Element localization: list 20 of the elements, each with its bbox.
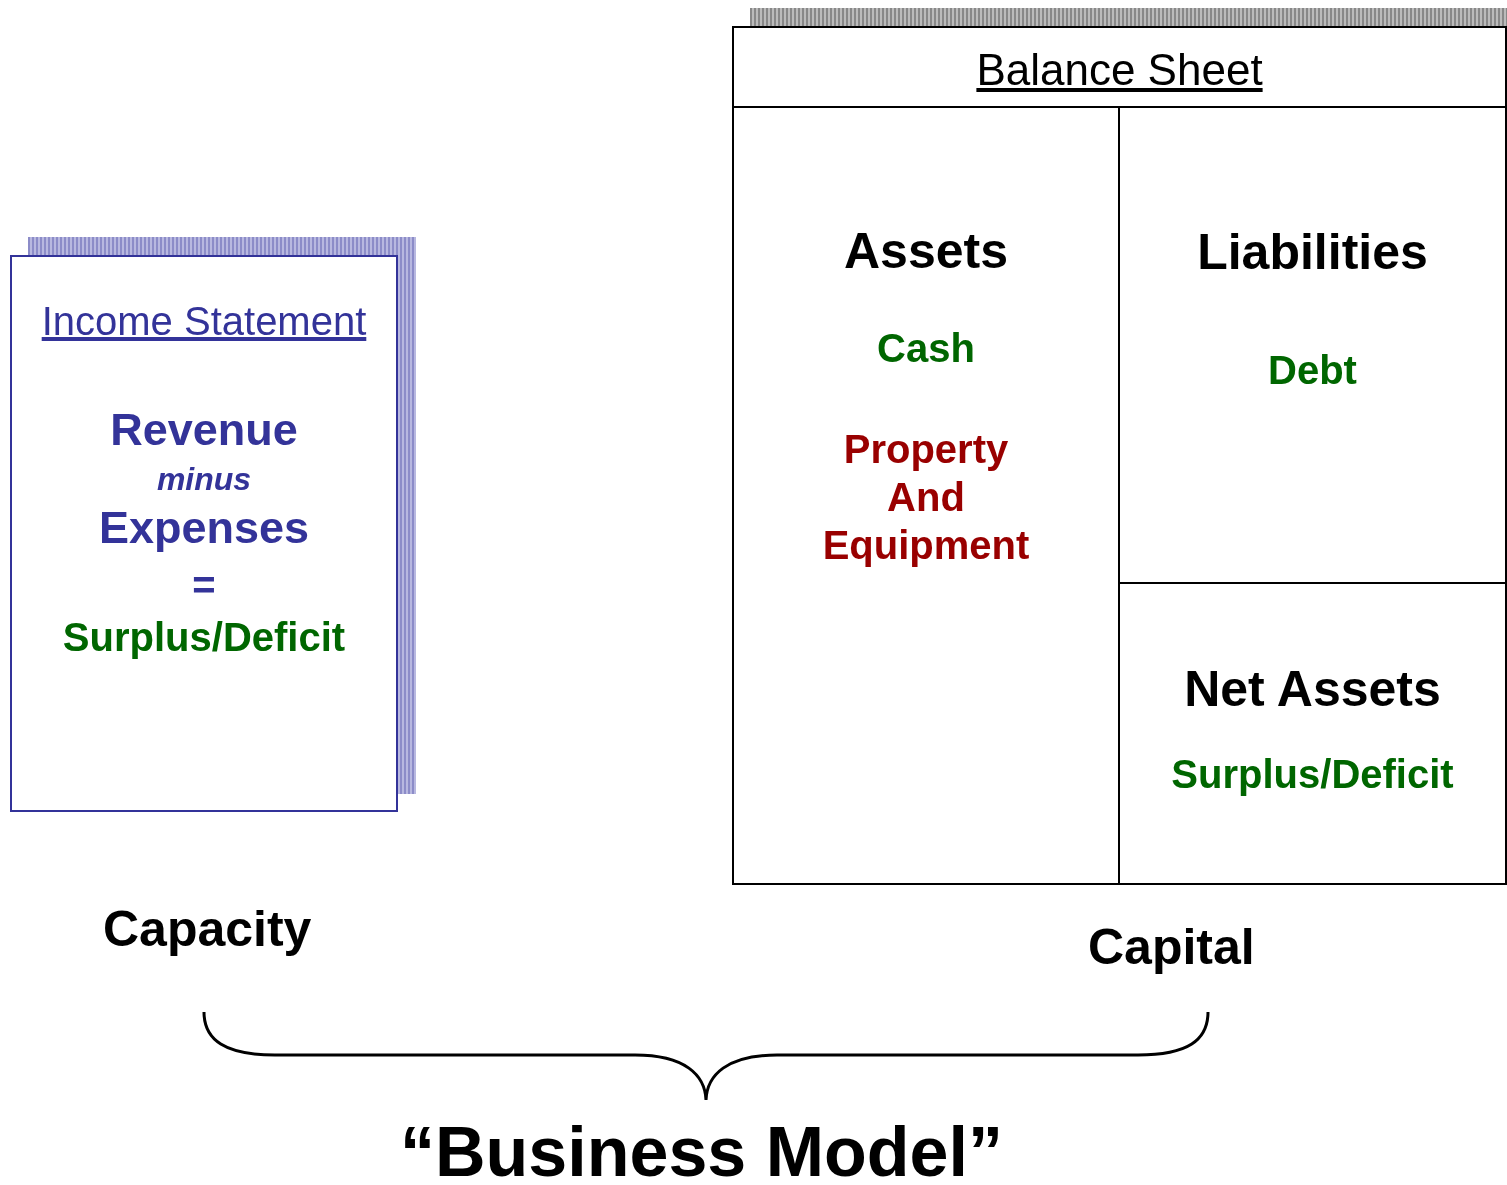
revenue-term: Revenue xyxy=(109,405,299,455)
column-caption: Capital xyxy=(1088,918,1255,976)
net-assets-item: Surplus/Deficit xyxy=(1170,752,1455,796)
column-caption: Capacity xyxy=(103,900,312,958)
expenses-term: Expenses xyxy=(97,503,311,553)
liability-item: Debt xyxy=(1267,348,1358,392)
minus-word: minus xyxy=(155,462,253,498)
asset-item: Cash xyxy=(876,326,976,370)
column-heading: Liabilities xyxy=(1196,225,1429,280)
card-heading: Balance Sheet xyxy=(975,46,1264,95)
balance-sheet-card xyxy=(732,26,1507,883)
result-term: Surplus/Deficit xyxy=(61,615,347,659)
income-statement-card xyxy=(10,255,398,812)
summary-caption: “Business Model” xyxy=(400,1112,1003,1185)
assets-column xyxy=(732,106,1120,885)
card-heading: Income Statement xyxy=(40,299,368,343)
section-heading: Net Assets xyxy=(1183,662,1442,717)
column-heading: Assets xyxy=(843,224,1009,279)
equals-sign: = xyxy=(191,563,217,607)
asset-item: Property And Equipment xyxy=(821,426,1031,569)
